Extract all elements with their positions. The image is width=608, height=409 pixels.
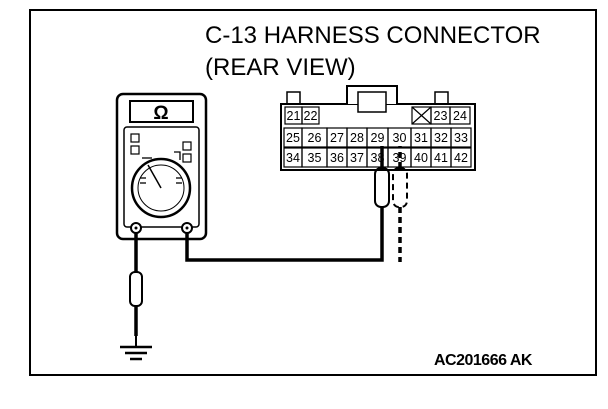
figure-frame: [29, 9, 597, 376]
test-probe-handle: [374, 167, 390, 208]
pin-label-40: 40: [414, 151, 428, 165]
pin-label-29: 29: [371, 131, 385, 145]
row2-labels: 25 26 27 28 29 30 31 32 33: [286, 131, 468, 145]
range-markings: [140, 151, 182, 184]
pin-label-22: 22: [304, 109, 318, 123]
ground-lead: [120, 233, 152, 361]
pin-label-28: 28: [350, 131, 364, 145]
meter-switch-right-2: [182, 153, 192, 163]
rotary-dial: [130, 157, 192, 219]
pin-label-41: 41: [434, 151, 448, 165]
meter-switch-right-1: [182, 141, 192, 151]
test-lead: [185, 146, 390, 262]
pin-label-27: 27: [330, 131, 344, 145]
ohm-symbol: Ω: [153, 103, 168, 124]
pin-label-26: 26: [308, 131, 322, 145]
pin-label-33: 33: [454, 131, 468, 145]
cavity-22: [301, 106, 320, 125]
pin-label-42: 42: [454, 151, 468, 165]
cavity-33: [450, 127, 472, 148]
pin-label-34: 34: [286, 151, 300, 165]
pin-label-39: 39: [393, 151, 407, 165]
row3-labels: 34 35 36 37 38 39 40 41 42: [286, 151, 468, 165]
multimeter-body: [115, 92, 208, 241]
connector-key-right: [434, 91, 449, 104]
pin-label-36: 36: [330, 151, 344, 165]
alternate-probe-handle: [392, 167, 408, 208]
figure-code: AC201666 AK: [434, 352, 532, 369]
pin-label-23: 23: [434, 109, 448, 123]
com-jack-center: [134, 226, 138, 230]
pin-label-24: 24: [453, 109, 467, 123]
v-ohm-jack-center: [185, 226, 189, 230]
connector-lock-inner: [357, 91, 387, 113]
meter-switch-left-2: [130, 145, 140, 155]
diagram-title-line1: C-13 HARNESS CONNECTOR: [205, 22, 541, 49]
pin-label-37: 37: [350, 151, 364, 165]
alternate-probe: [392, 146, 408, 262]
connector-key-left: [286, 91, 301, 104]
multimeter-inner-panel: [123, 126, 200, 228]
ground-probe-handle: [129, 271, 143, 307]
cavity-42: [450, 147, 472, 168]
rotary-dial-inner: [137, 164, 185, 212]
row1-labels: 21 22 23 24: [287, 109, 467, 123]
pin-label-32: 32: [434, 131, 448, 145]
cavity-blank-cross-2: [411, 106, 432, 125]
test-lead-wire: [185, 207, 384, 262]
multimeter-display: [129, 100, 194, 123]
pin-label-30: 30: [393, 131, 407, 145]
diagram-title-line2: (REAR VIEW): [205, 54, 356, 81]
meter-switch-left-1: [130, 133, 140, 143]
pin-label-31: 31: [414, 131, 428, 145]
dial-pointer: [147, 164, 162, 189]
multimeter: Ω: [115, 92, 208, 241]
pin-label-25: 25: [286, 131, 300, 145]
cavity-grid: [283, 127, 472, 168]
cavity-24: [449, 106, 471, 125]
pin-label-38: 38: [371, 151, 385, 165]
pin-label-35: 35: [308, 151, 322, 165]
pin-label-21: 21: [287, 109, 301, 123]
